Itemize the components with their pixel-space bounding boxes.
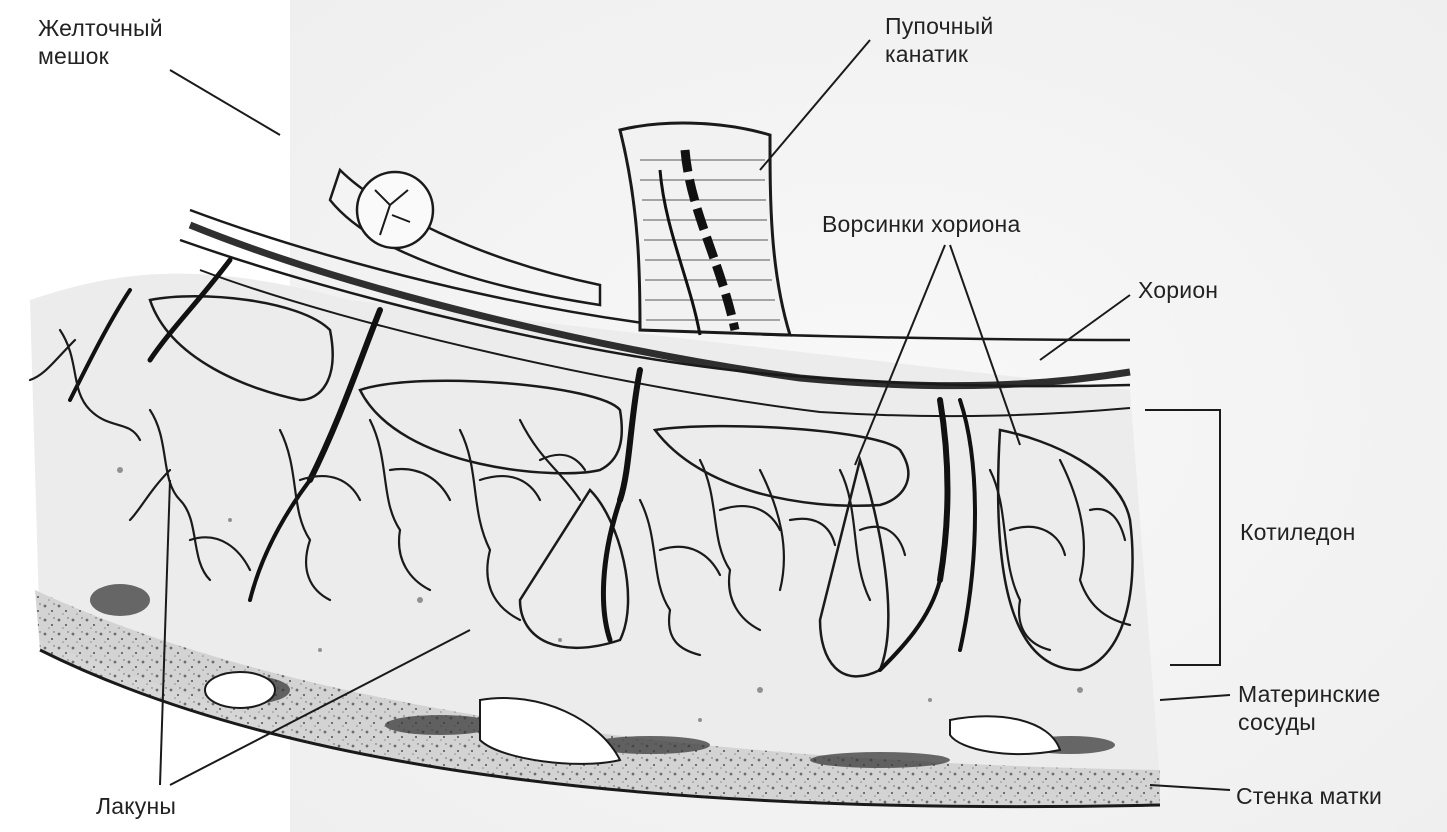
label-umbilical-cord-line1: Пупочный <box>885 12 993 40</box>
label-cotyledon: Котиледон <box>1240 518 1356 546</box>
label-maternal-vessels-line1: Материнские <box>1238 680 1381 708</box>
label-chorion: Хорион <box>1138 276 1218 304</box>
label-maternal-vessels: Материнские сосуды <box>1238 680 1381 736</box>
label-chorionic-villi: Ворсинки хориона <box>822 210 1020 238</box>
label-umbilical-cord: Пупочный канатик <box>885 12 993 68</box>
label-yolk-sac-line1: Желточный <box>38 14 163 42</box>
label-maternal-vessels-line2: сосуды <box>1238 708 1381 736</box>
label-yolk-sac-line2: мешок <box>38 42 163 70</box>
umbilical-cord-shape <box>620 123 790 335</box>
label-umbilical-cord-line2: канатик <box>885 40 993 68</box>
label-uterine-wall: Стенка матки <box>1236 782 1382 810</box>
label-lacunae: Лакуны <box>96 792 176 820</box>
label-yolk-sac: Желточный мешок <box>38 14 163 70</box>
